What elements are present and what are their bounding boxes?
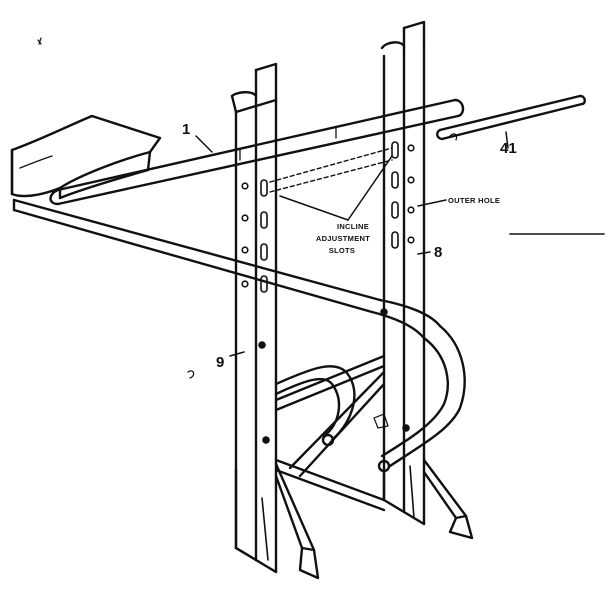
hidden-slot-lines — [269, 147, 393, 193]
stray-marks — [37, 37, 458, 429]
incline-note-line2: ADJUSTMENT — [315, 234, 371, 243]
right-foot-brackets — [382, 458, 474, 540]
cross-braces — [274, 354, 386, 512]
left-upright — [230, 62, 278, 574]
callout-8: 8 — [434, 244, 443, 261]
outer-hole-note: OUTER HOLE — [448, 196, 501, 205]
callout-41: 41 — [500, 140, 517, 157]
front-u-bar — [377, 324, 466, 473]
right-upright-holes — [380, 141, 415, 432]
left-foot-brackets — [234, 462, 320, 580]
leader-lines — [195, 131, 509, 357]
callout-1: 1 — [182, 121, 191, 138]
adjustment-pin — [436, 94, 586, 141]
lower-frame-rail — [12, 198, 442, 340]
left-upright-holes — [241, 179, 270, 444]
incline-note-line3: SLOTS — [328, 246, 356, 255]
incline-note-line1: INCLINE — [336, 222, 370, 231]
callout-9: 9 — [216, 354, 225, 371]
